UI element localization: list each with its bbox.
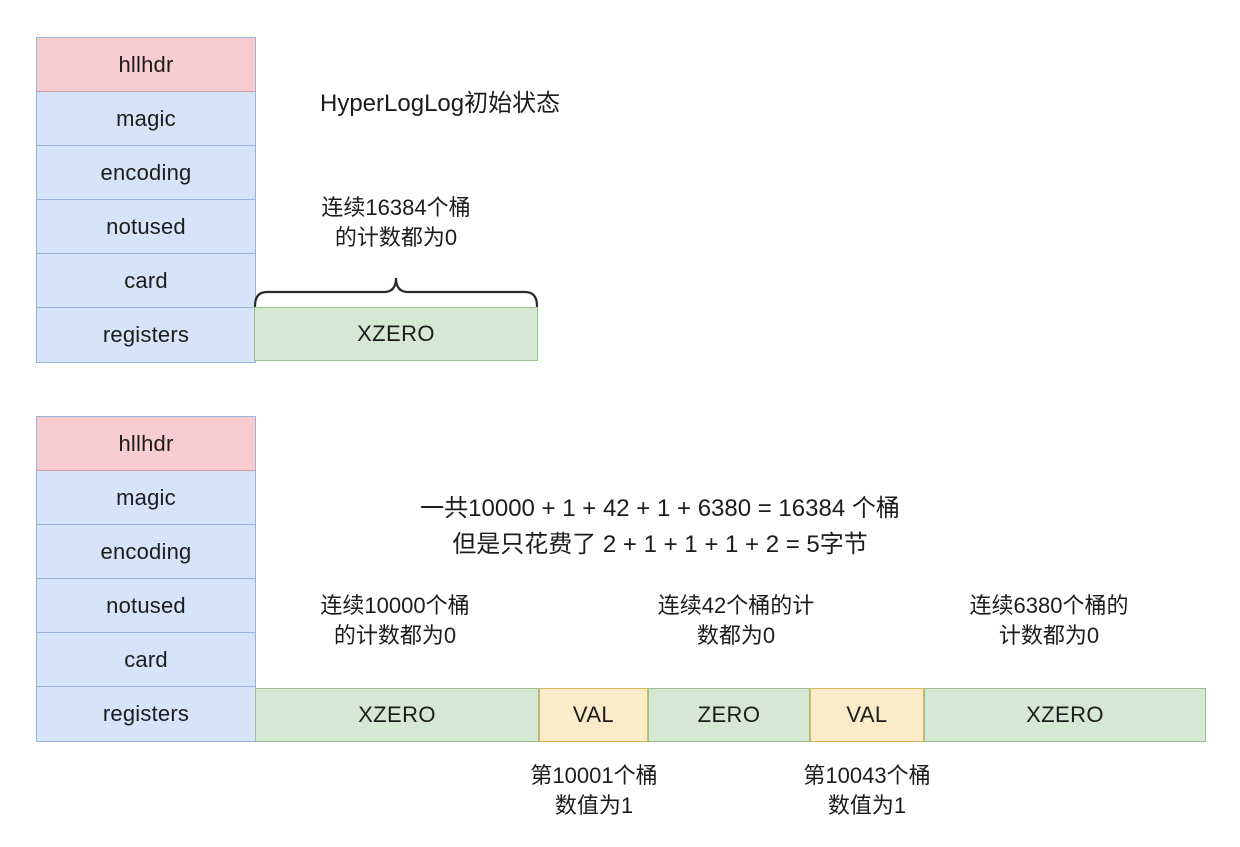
annotation-bucket-10043: 第10043个桶 数值为1: [803, 763, 931, 818]
segment-xzero-2: XZERO: [924, 688, 1206, 742]
panel-top-title: HyperLogLog初始状态: [320, 90, 561, 117]
annotation-run-6380: 连续6380个桶的 计数都为0: [969, 593, 1129, 648]
struct-field-card: card: [37, 254, 255, 308]
segment-val-2: VAL: [810, 688, 924, 742]
struct-field-registers: registers: [37, 687, 255, 741]
struct-stack-bottom: hllhdr magic encoding notused card regis…: [36, 416, 256, 742]
annotation-top-xzero: 连续16384个桶 的计数都为0: [321, 195, 471, 250]
segment-xzero-1: XZERO: [255, 688, 539, 742]
struct-field-magic: magic: [37, 92, 255, 146]
annotation-run-42: 连续42个桶的计 数都为0: [657, 593, 815, 648]
struct-field-card: card: [37, 633, 255, 687]
struct-field-hllhdr: hllhdr: [37, 417, 255, 471]
struct-field-notused: notused: [37, 200, 255, 254]
struct-field-encoding: encoding: [37, 146, 255, 200]
segment-zero-1: ZERO: [648, 688, 810, 742]
struct-field-registers: registers: [37, 308, 255, 362]
struct-field-hllhdr: hllhdr: [37, 38, 255, 92]
struct-field-notused: notused: [37, 579, 255, 633]
brace-top-icon: [253, 277, 539, 308]
struct-field-encoding: encoding: [37, 525, 255, 579]
annotation-bucket-10001: 第10001个桶 数值为1: [530, 763, 658, 818]
segment-val-1: VAL: [539, 688, 648, 742]
struct-field-magic: magic: [37, 471, 255, 525]
annotation-run-10000: 连续10000个桶 的计数都为0: [320, 593, 470, 648]
segment-top-xzero: XZERO: [254, 307, 538, 361]
struct-stack-top: hllhdr magic encoding notused card regis…: [36, 37, 256, 363]
summary-line-2: 但是只花费了 2 + 1 + 1 + 1 + 2 = 5字节: [452, 531, 868, 558]
summary-line-1: 一共10000 + 1 + 42 + 1 + 6380 = 16384 个桶: [420, 495, 900, 522]
